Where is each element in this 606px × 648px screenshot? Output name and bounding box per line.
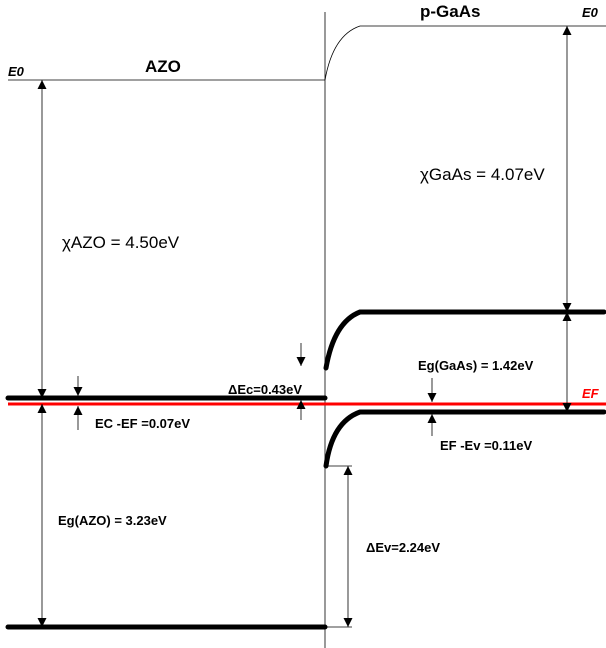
- gaas-conduction-band: [323, 309, 606, 371]
- material-label-azo: AZO: [145, 57, 181, 76]
- gaas-valence-band: [323, 409, 606, 469]
- eg-azo-label: Eg(AZO) = 3.23eV: [58, 513, 167, 528]
- ec-ef-label: EC -EF =0.07eV: [95, 416, 190, 431]
- chi-gaas-label: χGaAs = 4.07eV: [420, 165, 545, 184]
- e0-right-label: E0: [582, 5, 599, 20]
- e0-left-label: E0: [8, 64, 25, 79]
- chi-azo-label: χAZO = 4.50eV: [62, 233, 180, 252]
- ef-label: EF: [582, 386, 600, 401]
- vacuum-level-gaas: [324, 25, 606, 81]
- ef-ev-label: EF -Ev =0.11eV: [440, 438, 532, 453]
- material-label-gaas: p-GaAs: [420, 2, 480, 21]
- delta-ev-label: ΔEv=2.24eV: [366, 540, 440, 555]
- delta-ec-label: ΔEc=0.43eV: [228, 382, 302, 397]
- eg-gaas-label: Eg(GaAs) = 1.42eV: [418, 358, 534, 373]
